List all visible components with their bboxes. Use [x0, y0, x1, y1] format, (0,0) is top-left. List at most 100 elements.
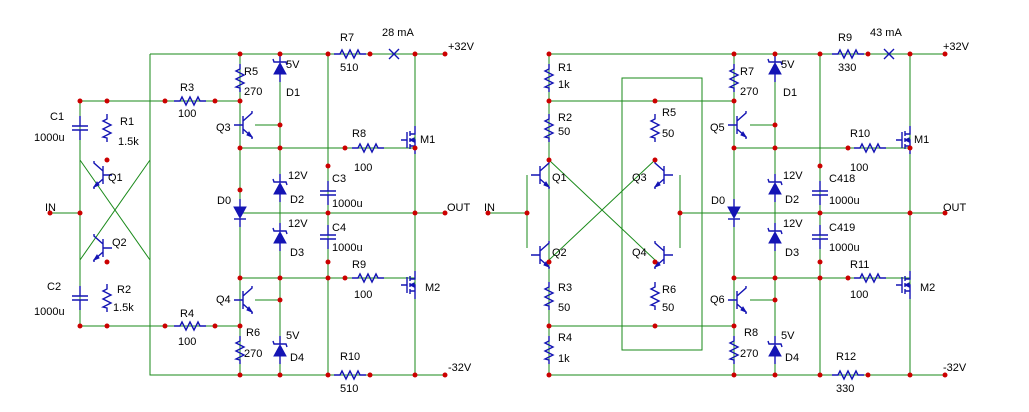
right-r6-name: R6	[662, 284, 676, 296]
left-c2-name: C2	[47, 281, 61, 293]
right-d0-label: D0	[711, 195, 725, 207]
left-r6-value: 270	[244, 348, 262, 360]
right-d1-name: D1	[783, 87, 797, 99]
right-q5-label: Q5	[710, 122, 725, 134]
left-r8-value: 100	[354, 162, 372, 174]
right-m1-label: M1	[914, 134, 929, 146]
left-d2-value: 12V	[288, 170, 308, 182]
left-c3-name: C3	[332, 173, 346, 185]
left-circuit: 28 mA +32V -32V IN OUT R1 1.5k R2 1.5k C…	[34, 27, 475, 395]
right-q1-label: Q1	[552, 172, 567, 184]
right-r2-name: R2	[558, 112, 572, 124]
right-r11-value: 100	[850, 289, 868, 301]
left-r7-value: 510	[340, 62, 358, 74]
left-r4-name: R4	[180, 308, 194, 320]
right-r9-value: 330	[838, 62, 856, 74]
right-circuit: 43 mA +32V -32V IN OUT R1 1k R2 50 Q1 Q2…	[484, 27, 970, 395]
right-r3-value: 50	[558, 302, 570, 314]
left-r3-name: R3	[180, 82, 194, 94]
right-d1-value: 5V	[781, 59, 795, 71]
left-r4-value: 100	[178, 336, 196, 348]
left-r7-name: R7	[340, 32, 354, 44]
right-pos-rail: +32V	[943, 41, 970, 53]
right-current: 43 mA	[870, 27, 902, 39]
left-d0-label: D0	[217, 195, 231, 207]
left-r9-value: 100	[354, 289, 372, 301]
left-r2-name: R2	[117, 284, 131, 296]
left-q2-label: Q2	[112, 237, 127, 249]
left-r5-name: R5	[244, 66, 258, 78]
right-r7-value: 270	[740, 86, 758, 98]
left-d3-name: D3	[290, 247, 304, 259]
right-r9-name: R9	[838, 32, 852, 44]
left-c1-value: 1000u	[34, 132, 65, 144]
left-r5-value: 270	[244, 86, 262, 98]
left-c4-name: C4	[332, 222, 346, 234]
left-r6-name: R6	[246, 327, 260, 339]
left-d3-value: 12V	[288, 218, 308, 230]
right-r4-value: 1k	[558, 353, 570, 365]
left-d4-value: 5V	[286, 330, 300, 342]
right-d2-value: 12V	[783, 170, 803, 182]
right-r11-name: R11	[850, 259, 869, 271]
right-q2-label: Q2	[552, 247, 567, 259]
right-in-label: IN	[484, 202, 495, 214]
right-r6-value: 50	[662, 302, 674, 314]
left-d1-name: D1	[286, 87, 300, 99]
right-r10-name: R10	[850, 128, 870, 140]
right-c418-name: C418	[829, 173, 855, 185]
right-r12-name: R12	[836, 351, 856, 363]
right-r8-value: 270	[740, 348, 758, 360]
right-d3-name: D3	[785, 247, 799, 259]
right-out-label: OUT	[943, 202, 967, 214]
right-r5-name: R5	[662, 107, 676, 119]
right-r7-name: R7	[740, 66, 754, 78]
right-d2-name: D2	[785, 194, 799, 206]
left-c4-value: 1000u	[332, 242, 363, 254]
right-r8-name: R8	[744, 327, 758, 339]
left-q4-label: Q4	[216, 294, 231, 306]
left-current: 28 mA	[382, 27, 414, 39]
left-d1-value: 5V	[286, 59, 300, 71]
right-r3-name: R3	[558, 282, 572, 294]
left-in-label: IN	[45, 202, 56, 214]
left-d4-name: D4	[290, 352, 304, 364]
left-r10-value: 510	[340, 383, 358, 395]
left-r10-name: R10	[340, 351, 360, 363]
right-r10-value: 100	[850, 162, 868, 174]
left-r1-value: 1.5k	[118, 136, 139, 148]
left-r8-name: R8	[352, 128, 366, 140]
left-q3-label: Q3	[216, 122, 231, 134]
left-out-label: OUT	[447, 202, 471, 214]
right-neg-rail: -32V	[943, 362, 967, 374]
left-c3-value: 1000u	[332, 198, 363, 210]
left-c1-name: C1	[50, 111, 64, 123]
left-m1-label: M1	[420, 134, 435, 146]
right-r1-name: R1	[558, 62, 572, 74]
right-c419-value: 1000u	[829, 242, 860, 254]
left-r2-value: 1.5k	[113, 302, 134, 314]
left-pos-rail: +32V	[448, 41, 475, 53]
left-q1-label: Q1	[108, 172, 123, 184]
left-r9-name: R9	[352, 259, 366, 271]
right-r2-value: 50	[558, 126, 570, 138]
right-r12-value: 330	[836, 383, 854, 395]
right-d4-name: D4	[785, 352, 799, 364]
left-neg-rail: -32V	[448, 362, 472, 374]
right-d3-value: 12V	[783, 218, 803, 230]
right-r4-name: R4	[558, 332, 572, 344]
right-q4-label: Q4	[632, 247, 647, 259]
left-d2-name: D2	[290, 194, 304, 206]
right-q3-label: Q3	[632, 172, 647, 184]
right-q6-label: Q6	[710, 294, 725, 306]
right-m2-label: M2	[920, 282, 935, 294]
left-r1-name: R1	[120, 116, 134, 128]
right-c419-name: C419	[829, 222, 855, 234]
left-m2-label: M2	[425, 282, 440, 294]
left-r3-value: 100	[178, 108, 196, 120]
right-d4-value: 5V	[781, 330, 795, 342]
right-c418-value: 1000u	[829, 195, 860, 207]
right-r5-value: 50	[662, 128, 674, 140]
right-r1-value: 1k	[558, 79, 570, 91]
